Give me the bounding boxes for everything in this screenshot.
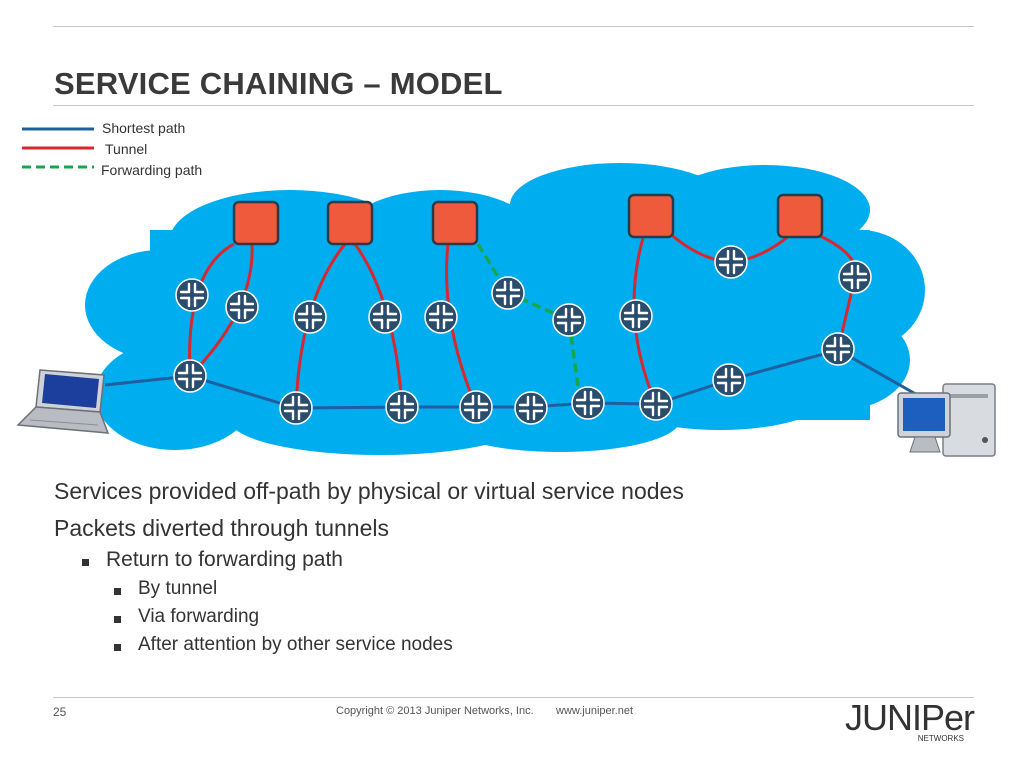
page-number: 25 <box>53 705 67 719</box>
router-icon <box>570 385 606 421</box>
bullet-list: Services provided off-path by physical o… <box>54 478 954 662</box>
service-node-icon <box>776 193 824 239</box>
router-icon <box>638 386 674 422</box>
copyright-text: Copyright © 2013 Juniper Networks, Inc. <box>336 705 534 717</box>
forwarding-path <box>476 243 582 403</box>
service-node-icon <box>232 200 280 246</box>
legend-shortest-path-label: Shortest path <box>102 120 185 136</box>
bullet-level-1: Services provided off-path by physical o… <box>54 478 684 504</box>
desktop-computer-icon <box>897 383 996 457</box>
logo-subtext: NETWORKS <box>917 734 964 743</box>
router-icon <box>458 389 494 425</box>
router-icon <box>174 277 210 313</box>
footer-rule <box>53 697 974 698</box>
slide-title: SERVICE CHAINING – MODEL <box>54 66 503 101</box>
router-icon <box>224 289 260 325</box>
router-icon <box>820 331 856 367</box>
router-icon <box>837 259 873 295</box>
website-link[interactable]: www.juniper.net <box>556 705 634 717</box>
title-underline <box>53 105 974 106</box>
bullet-level-3: Via forwarding <box>114 606 954 628</box>
router-icon <box>513 390 549 426</box>
router-icon <box>292 299 328 335</box>
router-icon <box>423 299 459 335</box>
top-rule <box>53 26 974 27</box>
router-icon <box>551 302 587 338</box>
bullet-level-2: Return to forwarding path <box>82 548 954 572</box>
router-icon <box>367 299 403 335</box>
bullet-level-1: Packets diverted through tunnels <box>54 515 389 541</box>
router-icon <box>278 390 314 426</box>
router-icon <box>384 389 420 425</box>
legend: Shortest path Tunnel Forwarding path <box>22 120 202 178</box>
network-diagram: Shortest path Tunnel Forwarding path <box>16 120 996 457</box>
service-node-icon <box>431 200 479 246</box>
legend-forwarding-path-label: Forwarding path <box>101 162 202 178</box>
router-icon <box>618 298 654 334</box>
logo-wordmark: JUNIPer <box>845 697 975 738</box>
bullet-level-3: By tunnel <box>114 578 954 600</box>
service-node-icon <box>326 200 374 246</box>
laptop-icon <box>16 369 110 434</box>
router-icon <box>713 244 749 280</box>
router-icon <box>711 362 747 398</box>
legend-tunnel-label: Tunnel <box>105 141 147 157</box>
bullet-level-3: After attention by other service nodes <box>114 634 954 656</box>
router-icon <box>490 275 526 311</box>
service-node-icon <box>627 193 675 239</box>
juniper-logo: JUNIPer NETWORKS <box>845 697 975 744</box>
router-icon <box>172 358 208 394</box>
